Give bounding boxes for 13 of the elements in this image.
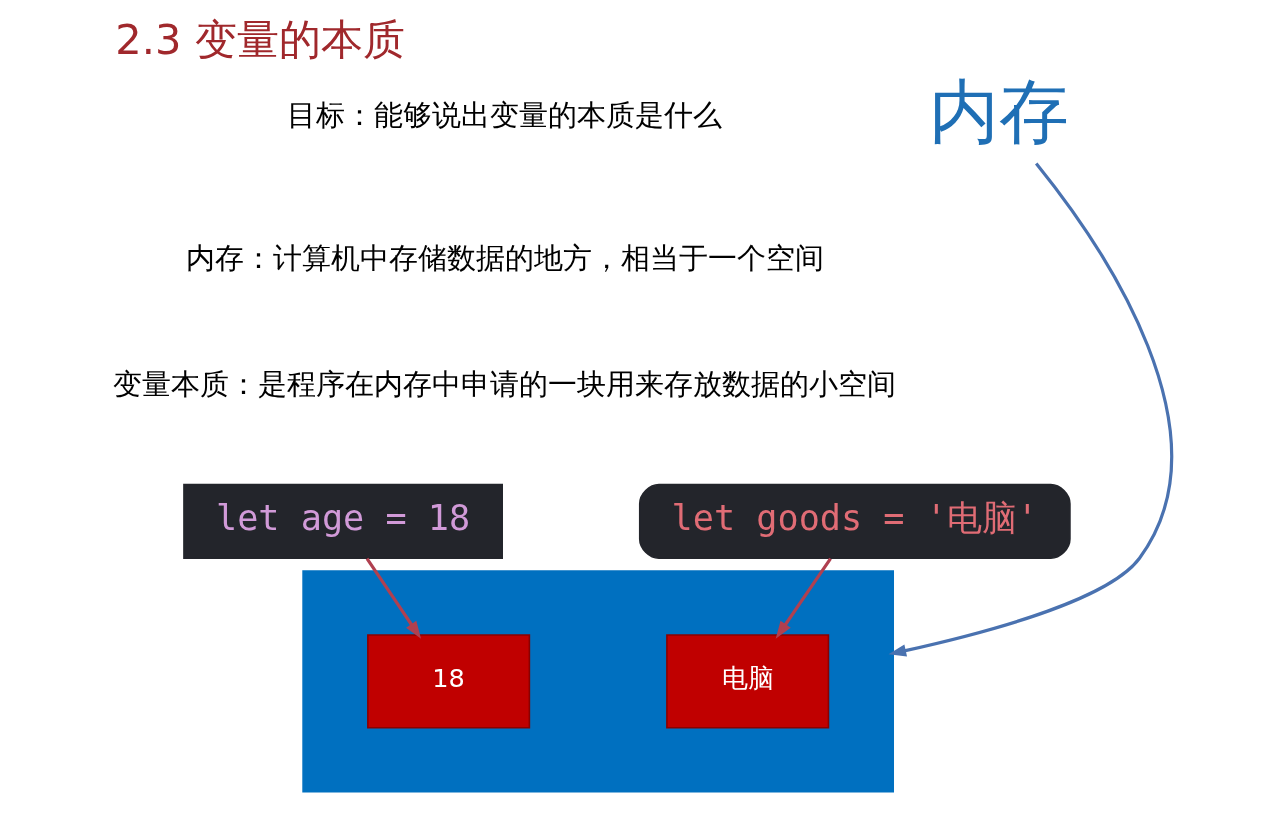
node-box: let age = 18 bbox=[183, 483, 503, 560]
arrow bbox=[888, 162, 1174, 657]
label: 变量本质：是程序在内存中申请的一块用来存放数据的小空间 bbox=[113, 367, 897, 402]
label: 内存：计算机中存储数据的地方，相当于一个空间 bbox=[185, 240, 824, 275]
diagram-title: 2.3 变量的本质 bbox=[115, 15, 405, 65]
arrow bbox=[775, 557, 832, 639]
node-box: let goods = '电脑' bbox=[638, 483, 1071, 560]
node-box: 电脑 bbox=[666, 634, 830, 729]
cluster bbox=[302, 570, 894, 793]
node-text: 内存 bbox=[928, 71, 1069, 154]
label: 目标：能够说出变量的本质是什么 bbox=[287, 98, 723, 133]
arrow bbox=[365, 557, 422, 639]
node-box: 18 bbox=[367, 634, 531, 729]
